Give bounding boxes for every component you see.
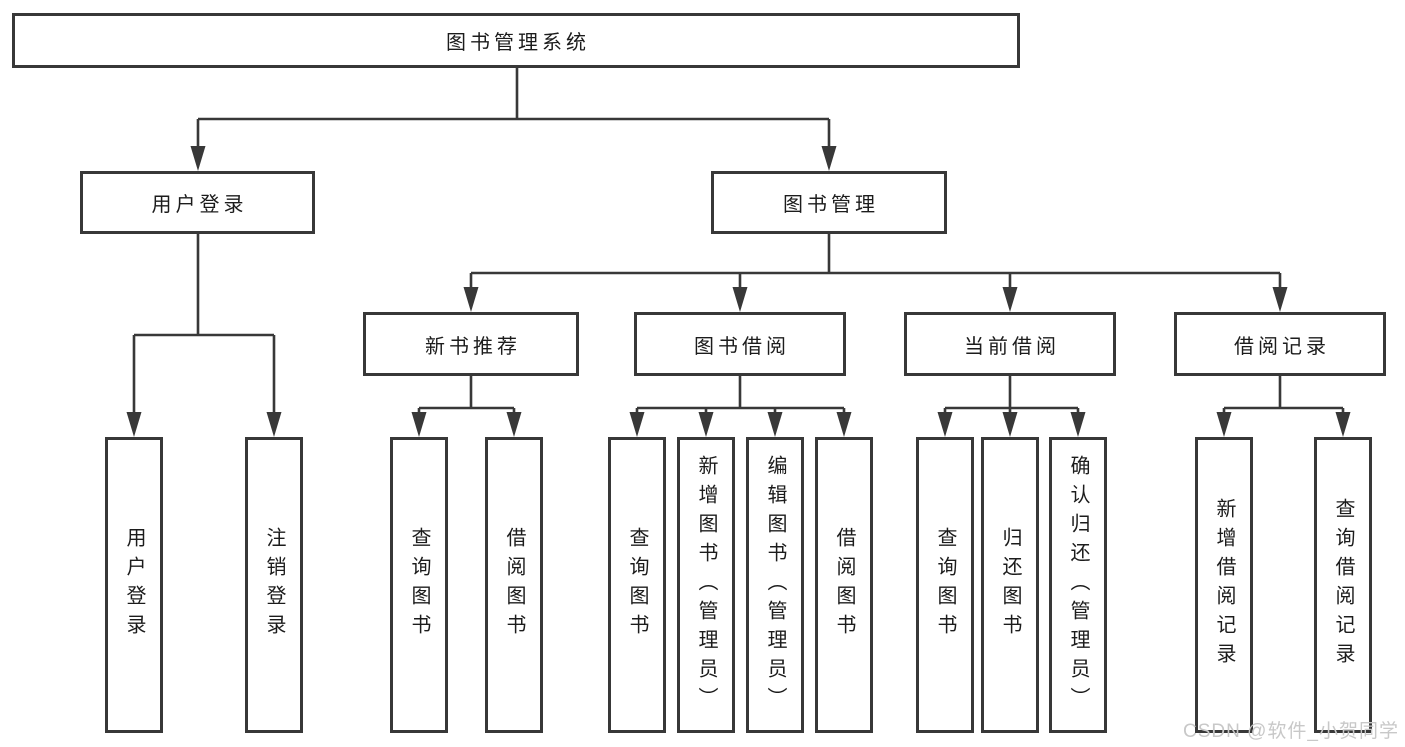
- node-user-login-label: 用户登录: [151, 194, 248, 216]
- node-book-borrow-label: 图书借阅: [694, 335, 790, 358]
- leaf-borrow-books: 借阅图书: [815, 437, 873, 733]
- leaf-confirm-return-admin-label: 确认归还（管理员）: [1067, 454, 1089, 716]
- node-borrow-records: 借阅记录: [1174, 312, 1386, 376]
- node-borrow-records-label: 借阅记录: [1234, 335, 1330, 358]
- leaf-query-books-current-label: 查询图书: [934, 527, 956, 643]
- node-user-login: 用户登录: [80, 171, 315, 234]
- node-library-system: 图书管理系统: [12, 13, 1020, 68]
- leaf-borrow-books-recommend-label: 借阅图书: [503, 527, 525, 643]
- node-book-borrow: 图书借阅: [634, 312, 846, 376]
- leaf-return-books: 归还图书: [981, 437, 1039, 733]
- leaf-user-login: 用户登录: [105, 437, 163, 733]
- leaf-add-borrow-record-label: 新增借阅记录: [1213, 498, 1235, 672]
- leaf-add-books-admin-label: 新增图书（管理员）: [695, 454, 717, 716]
- node-new-book-recommend-label: 新书推荐: [425, 335, 521, 358]
- leaf-user-login-label: 用户登录: [123, 527, 145, 643]
- leaf-borrow-books-label: 借阅图书: [833, 527, 855, 643]
- leaf-query-books-recommend-label: 查询图书: [408, 527, 430, 643]
- node-new-book-recommend: 新书推荐: [363, 312, 579, 376]
- leaf-return-books-label: 归还图书: [999, 527, 1021, 643]
- node-book-management-label: 图书管理: [783, 194, 879, 216]
- node-current-borrow: 当前借阅: [904, 312, 1116, 376]
- leaf-query-borrow-record: 查询借阅记录: [1314, 437, 1372, 733]
- node-book-management: 图书管理: [711, 171, 947, 234]
- leaf-edit-books-admin: 编辑图书（管理员）: [746, 437, 804, 733]
- csdn-watermark: CSDN @软件_小贺同学: [1183, 721, 1399, 742]
- leaf-logout: 注销登录: [245, 437, 303, 733]
- node-library-system-label: 图书管理系统: [446, 32, 590, 54]
- leaf-query-borrow-record-label: 查询借阅记录: [1332, 498, 1354, 672]
- leaf-query-books-current: 查询图书: [916, 437, 974, 733]
- leaf-edit-books-admin-label: 编辑图书（管理员）: [764, 454, 786, 716]
- leaf-query-books-borrow: 查询图书: [608, 437, 666, 733]
- leaf-confirm-return-admin: 确认归还（管理员）: [1049, 437, 1107, 733]
- leaf-logout-label: 注销登录: [263, 527, 285, 643]
- leaf-add-books-admin: 新增图书（管理员）: [677, 437, 735, 733]
- leaf-add-borrow-record: 新增借阅记录: [1195, 437, 1253, 733]
- node-current-borrow-label: 当前借阅: [964, 335, 1060, 358]
- leaf-query-books-borrow-label: 查询图书: [626, 527, 648, 643]
- leaf-borrow-books-recommend: 借阅图书: [485, 437, 543, 733]
- leaf-query-books-recommend: 查询图书: [390, 437, 448, 733]
